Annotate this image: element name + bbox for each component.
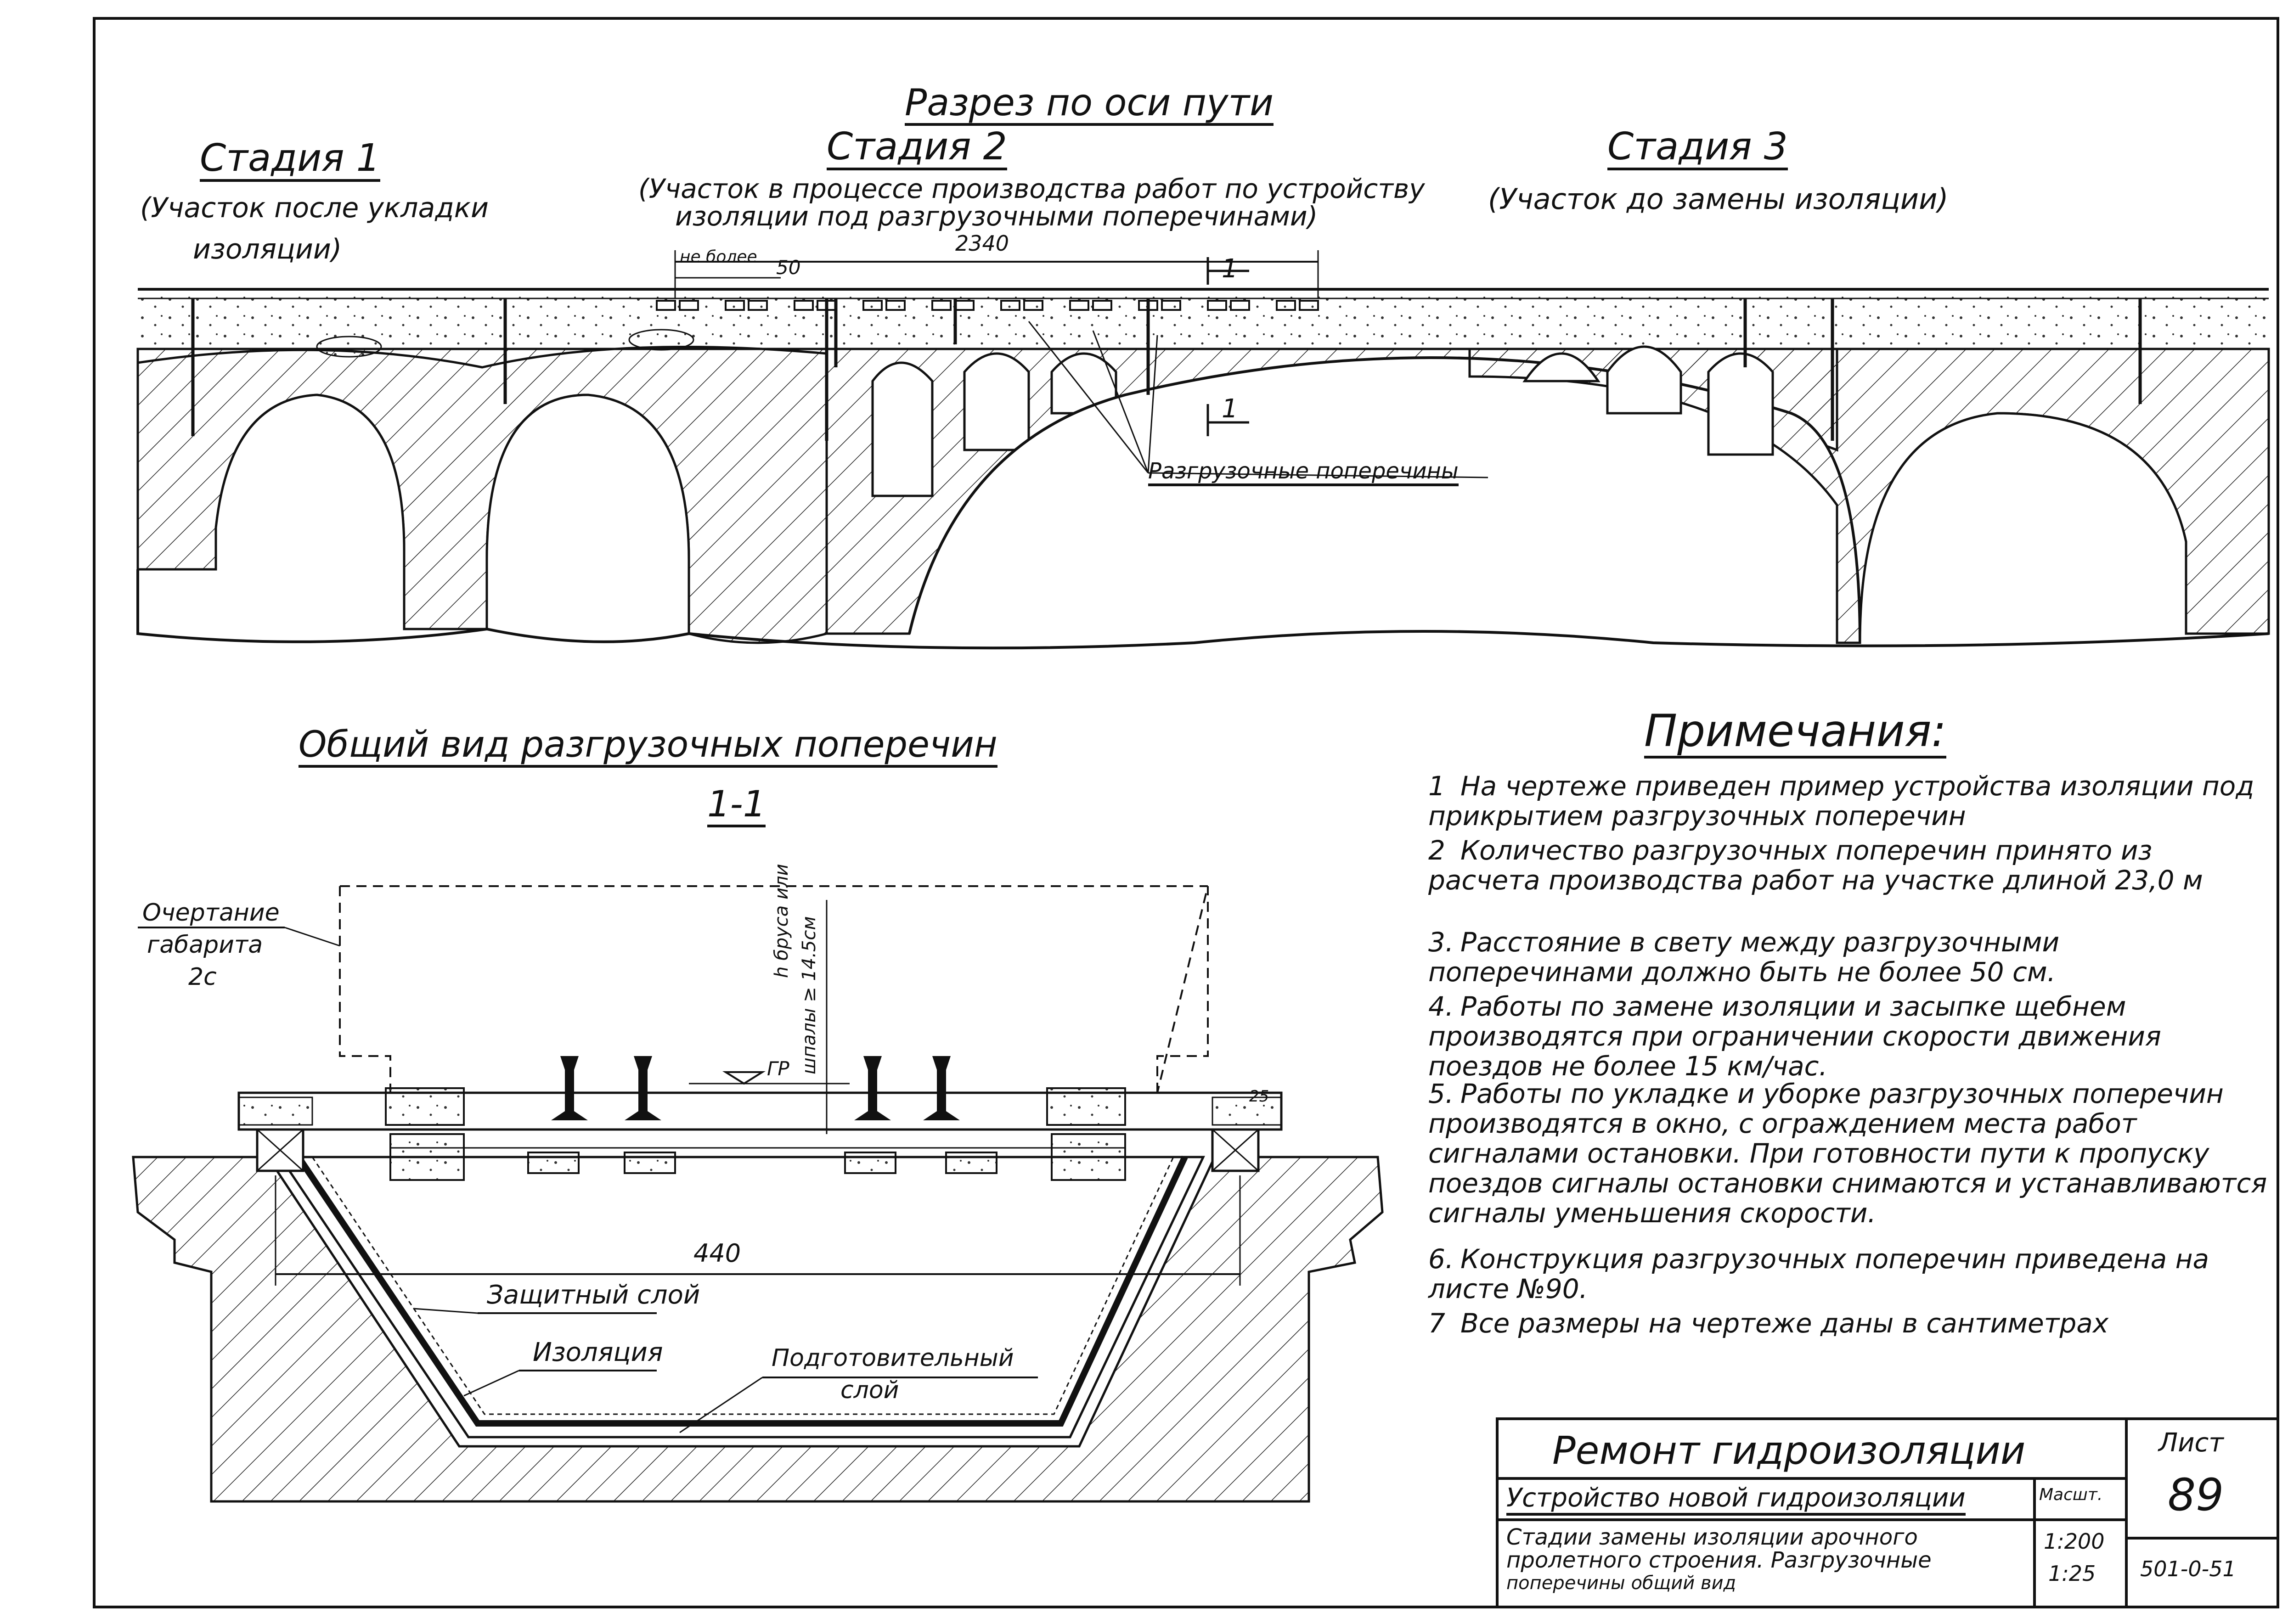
dimension-25: 25 [1249, 1087, 1269, 1106]
scale-header: Масшт. [2039, 1485, 2103, 1504]
note-5-number: 5. [1428, 1078, 1454, 1109]
note-2-text: Количество разгрузочных поперечин принят… [1428, 835, 2203, 896]
crossbars-label: Разгрузочные поперечины [1148, 459, 1459, 486]
document-code: 501-0-51 [2140, 1557, 2236, 1581]
stage1-caption-line2: изоляции) [193, 233, 342, 265]
dimension-not-more-label: не более [680, 247, 757, 266]
note-3-text: Расстояние в свету между разгрузочными п… [1428, 927, 2060, 988]
note-7-number: 7 [1428, 1308, 1445, 1339]
note-6-text: Конструкция разгрузочных поперечин приве… [1428, 1243, 2209, 1304]
sheet-frame [93, 17, 2279, 1608]
section-mark-bottom: 1 [1222, 394, 1238, 424]
gauge-label-line3: 2с [188, 963, 217, 991]
protective-layer-label: Защитный слой [487, 1280, 700, 1310]
title-block-frame [1496, 1417, 2279, 1608]
beam-height-label-line1: h бруса или [771, 864, 792, 978]
stage3-title: Стадия 3 [1607, 126, 1788, 171]
cross-section-subtitle: 1-1 [707, 785, 766, 827]
dimension-440: 440 [693, 1239, 741, 1268]
gauge-label-line2: габарита [147, 931, 263, 959]
section-mark-top: 1 [1222, 254, 1238, 284]
prep-layer-label-line1: Подготовительный [772, 1344, 1014, 1372]
insulation-label: Изоляция [533, 1337, 663, 1367]
stage1-caption-line1: (Участок после укладки [140, 192, 489, 224]
sheet-number: 89 [2168, 1469, 2224, 1521]
title-block-title: Ремонт гидроизоляции [1552, 1428, 2026, 1473]
stage3-caption: (Участок до замены изоляции) [1488, 182, 1949, 216]
title-block-description-line3: поперечины общий вид [1506, 1573, 1736, 1594]
title-block-description-line2: пролетного строения. Разгрузочные [1506, 1547, 1932, 1573]
note-5: 5.Работы по укладке и уборке разгрузочны… [1428, 1079, 2269, 1228]
note-7-text: Все размеры на чертеже даны в сантиметра… [1460, 1308, 2109, 1339]
dimension-50: 50 [776, 256, 801, 279]
note-6-number: 6. [1428, 1243, 1454, 1275]
stage1-title: Стадия 1 [200, 137, 380, 182]
bridge-elevation [136, 250, 2270, 650]
note-4: 4.Работы по замене изоляции и засыпке ще… [1428, 992, 2269, 1081]
beam-height-label-line2: шпалы ≥ 14.5см [799, 916, 820, 1074]
note-5-text: Работы по укладке и уборке разгрузочных … [1428, 1078, 2267, 1229]
note-2-number: 2 [1428, 835, 1445, 866]
notes-title: Примечания: [1644, 707, 1946, 759]
note-4-text: Работы по замене изоляции и засыпке щебн… [1428, 991, 2161, 1082]
prep-layer-label-line2: слой [840, 1377, 899, 1404]
gauge-label-line1: Очертание [142, 899, 280, 927]
section-title: Разрез по оси пути [905, 83, 1274, 126]
sheet-label: Лист [2158, 1428, 2224, 1458]
note-1-number: 1 [1428, 770, 1445, 802]
scale-1-25: 1:25 [2048, 1561, 2096, 1586]
stage2-caption-line1: (Участок в процессе производства работ п… [638, 173, 1425, 204]
cross-section [132, 885, 1384, 1503]
dimension-2340: 2340 [955, 231, 1009, 256]
title-block-description-line1: Стадии замены изоляции арочного [1506, 1524, 1918, 1550]
title-block-subtitle: Устройство новой гидроизоляции [1506, 1483, 1966, 1516]
note-4-number: 4. [1428, 991, 1454, 1022]
cross-section-title: Общий вид разгрузочных поперечин [299, 725, 997, 768]
note-7: 7 Все размеры на чертеже даны в сантиметр… [1428, 1309, 2269, 1338]
note-1-text: На чертеже приведен пример устройства из… [1428, 770, 2254, 832]
rail-level-label: ГР [767, 1057, 789, 1080]
note-3-number: 3. [1428, 927, 1454, 958]
note-6: 6.Конструкция разгрузочных поперечин при… [1428, 1244, 2269, 1304]
scale-1-200: 1:200 [2044, 1529, 2105, 1554]
stage2-title: Стадия 2 [827, 126, 1007, 171]
stage2-caption-line2: изоляции под разгрузочными поперечинами) [675, 201, 1318, 232]
note-3: 3.Расстояние в свету между разгрузочными… [1428, 927, 2269, 987]
